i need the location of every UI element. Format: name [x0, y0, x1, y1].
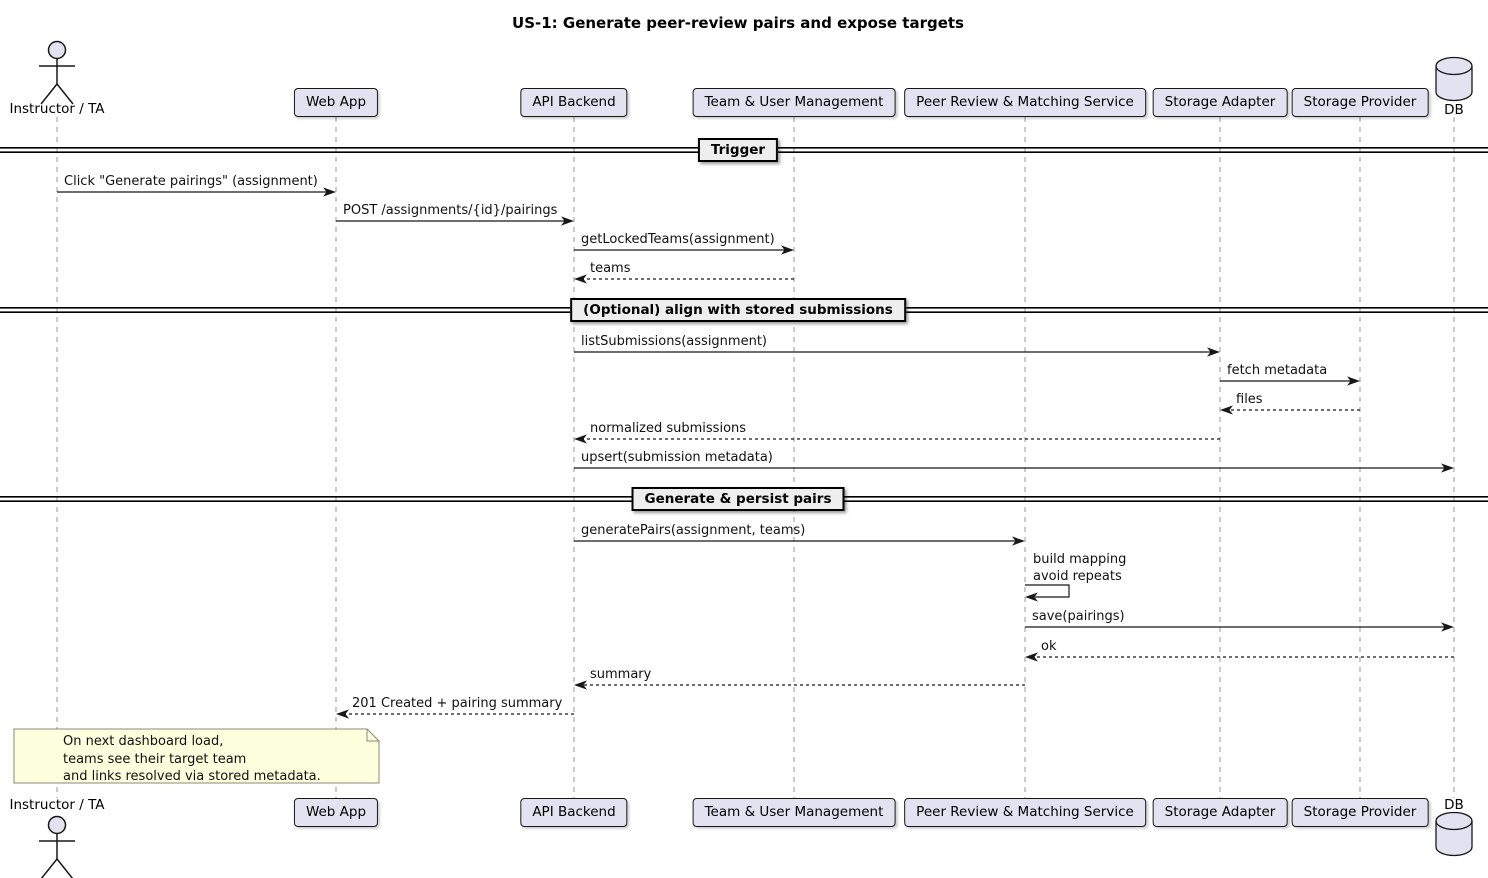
actor-figure-bottom-body [40, 858, 58, 878]
divider-label: Generate & persist pairs [631, 487, 845, 511]
message-label: getLockedTeams(assignment) [581, 232, 775, 247]
participant-box-sprovider: Storage Provider [1291, 88, 1429, 117]
self-message-arrow [1025, 584, 1070, 598]
database-icon-bottom [1435, 811, 1473, 857]
participant-box-api: API Backend [520, 88, 628, 117]
arrowhead [1012, 536, 1025, 546]
message-label: summary [590, 667, 652, 682]
participant-label-instructor: Instructor / TA [9, 101, 105, 117]
actor-figure-top-body [40, 83, 58, 105]
arrowhead [574, 274, 587, 284]
database-icon-bottom-rim [1435, 820, 1473, 831]
participant-box-sprovider-bottom: Storage Provider [1291, 798, 1429, 827]
arrowhead [574, 434, 587, 444]
participant-box-api-bottom: API Backend [520, 798, 628, 827]
message-label: teams [590, 261, 631, 276]
message-label: fetch metadata [1227, 363, 1328, 378]
divider-label: (Optional) align with stored submissions [570, 298, 906, 322]
database-icon-top-rim [1435, 65, 1473, 76]
arrowhead [1441, 463, 1454, 473]
participant-label-instructor-bottom: Instructor / TA [9, 797, 105, 813]
arrowhead [1025, 652, 1038, 662]
participant-box-webapp-bottom: Web App [293, 798, 379, 827]
arrowhead [1025, 592, 1038, 602]
participant-box-team: Team & User Management [692, 88, 896, 117]
actor-figure-top-body [56, 83, 74, 105]
message-label: save(pairings) [1032, 609, 1125, 624]
actor-figure-bottom-head [47, 815, 67, 835]
arrowhead [1347, 376, 1360, 386]
participant-box-peer-bottom: Peer Review & Matching Service [904, 798, 1146, 827]
note: On next dashboard load, teams see their t… [63, 733, 321, 786]
message-label: listSubmissions(assignment) [581, 334, 767, 349]
database-icon-top [1435, 56, 1473, 102]
participant-box-team-bottom: Team & User Management [692, 798, 896, 827]
arrowhead [561, 216, 574, 226]
message-label: normalized submissions [590, 421, 747, 436]
arrowhead [336, 709, 349, 719]
note-line: On next dashboard load, [63, 734, 224, 749]
divider-label: Trigger [697, 138, 779, 162]
arrowhead [1207, 347, 1220, 357]
actor-figure-top-head [47, 40, 67, 60]
participant-box-sadapter-bottom: Storage Adapter [1152, 798, 1288, 827]
message-label: 201 Created + pairing summary [352, 696, 563, 711]
diagram-title: US-1: Generate peer-review pairs and exp… [512, 14, 964, 32]
note-line: and links resolved via stored metadata. [63, 769, 321, 784]
note-line: teams see their target team [63, 751, 247, 767]
participant-label-db: DB [1444, 102, 1464, 118]
participant-label-db-bottom: DB [1444, 797, 1464, 813]
arrowhead [781, 245, 794, 255]
message-label: generatePairs(assignment, teams) [581, 523, 806, 538]
message-label: Click "Generate pairings" (assignment) [64, 174, 318, 189]
arrowhead [574, 680, 587, 690]
participant-box-peer: Peer Review & Matching Service [904, 88, 1146, 117]
arrowhead [1220, 405, 1233, 415]
arrowhead [1441, 622, 1454, 632]
arrowhead [323, 187, 336, 197]
actor-figure-bottom-body [56, 858, 74, 878]
message-label: ok [1041, 639, 1057, 654]
message-label: files [1236, 392, 1263, 407]
participant-box-sadapter: Storage Adapter [1152, 88, 1288, 117]
message-label: POST /assignments/{id}/pairings [343, 203, 558, 218]
note-shape [13, 728, 380, 784]
note-fold [366, 729, 379, 742]
self-message-label: avoid repeats [1033, 569, 1122, 584]
self-message-label: build mapping [1033, 552, 1127, 567]
participant-box-webapp: Web App [293, 88, 379, 117]
message-label: upsert(submission metadata) [581, 450, 773, 465]
